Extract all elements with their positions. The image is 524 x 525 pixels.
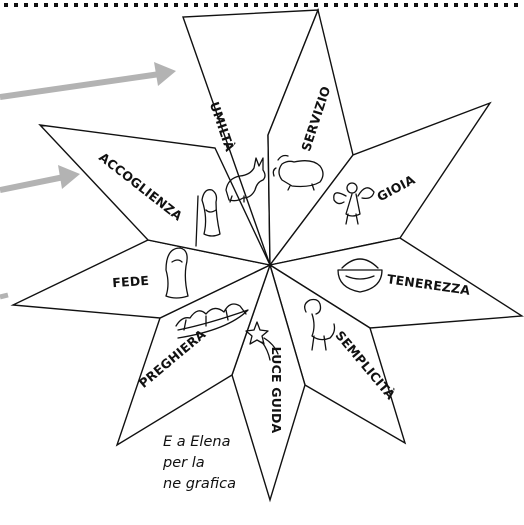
- sheep-icon: [304, 298, 336, 351]
- angel-icon: [333, 182, 375, 225]
- credit-line-2: per la: [163, 455, 205, 471]
- comet-star-icon: [245, 321, 279, 361]
- donkey-icon: [225, 157, 266, 203]
- credit-text: E a Elena per la ne grafica: [163, 432, 333, 495]
- credit-line-1: E a Elena: [163, 434, 231, 450]
- arrow-3: [0, 292, 9, 300]
- mary-icon: [165, 247, 189, 299]
- ox-icon: [272, 154, 324, 191]
- nativity-star: [10, 7, 524, 503]
- arrow-1: [0, 62, 176, 100]
- star-point-accoglienza: [38, 124, 272, 266]
- arrow-2: [0, 165, 80, 193]
- magi-caravan-icon: [175, 303, 249, 339]
- joseph-icon: [195, 189, 221, 247]
- label-luce-guida: LUCE GUIDA: [269, 347, 284, 434]
- label-fede: FEDE: [112, 273, 150, 291]
- basket-icon: [337, 258, 383, 293]
- credit-line-3: ne grafica: [163, 476, 236, 492]
